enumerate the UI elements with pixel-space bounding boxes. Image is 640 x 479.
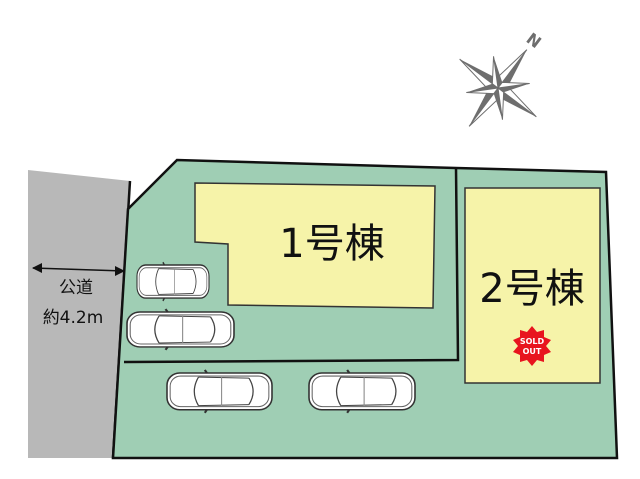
compass-north-label: N (523, 29, 545, 52)
badge-line-1: SOLD (520, 337, 545, 346)
lot-divider-1 (123, 167, 460, 364)
house-plot-1 (194, 182, 436, 309)
road-name: 公道 (59, 278, 93, 298)
badge-line-2: OUT (523, 347, 542, 356)
plot-2-label: 2号棟 (479, 266, 584, 312)
parking-car-1 (136, 261, 210, 302)
parking-car-4 (307, 368, 417, 414)
plot-1-label: 1号棟 (279, 221, 384, 267)
parking-car-2 (125, 308, 236, 351)
parking-car-3 (165, 368, 274, 414)
public-road (28, 170, 130, 458)
road-width-arrow (32, 263, 125, 276)
compass-icon: N (459, 29, 545, 127)
road-width: 約4.2m (43, 308, 104, 328)
sold-out-badge: SOLD OUT (513, 326, 551, 366)
